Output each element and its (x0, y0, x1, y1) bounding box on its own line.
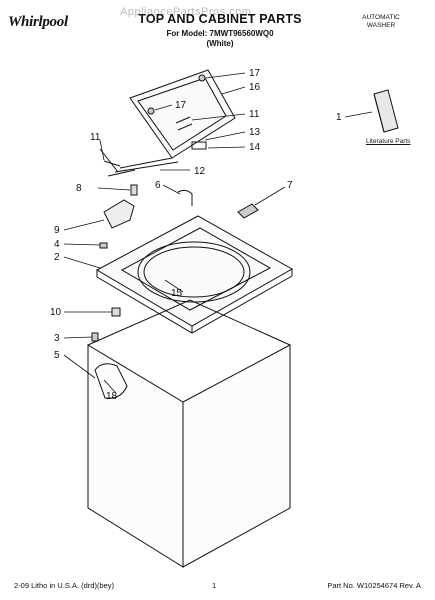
product-type: AUTOMATIC WASHER (341, 14, 421, 30)
callout-9: 9 (54, 225, 60, 236)
callout-18: 18 (106, 391, 118, 402)
clip-4 (99, 242, 108, 249)
callout-16: 16 (249, 82, 261, 93)
lid-hinge-bracket (191, 141, 207, 150)
callout-7: 7 (287, 180, 293, 191)
screw-8 (130, 184, 138, 196)
callout-11-right: 11 (249, 109, 260, 120)
model-line: For Model: 7MWT96560WQ0 (166, 29, 274, 38)
literature-parts-label: Literature Parts (366, 138, 411, 145)
callout-13: 13 (249, 127, 261, 138)
callout-14: 14 (249, 142, 261, 153)
callout-17-inner: 17 (175, 100, 187, 111)
footer-print-info: 2-09 Litho in U.S.A. (drd)(bey) (14, 581, 115, 590)
top-panel (95, 215, 294, 334)
callout-8: 8 (76, 183, 82, 194)
callout-12: 12 (194, 166, 206, 177)
watermark: AppliancePartsPros.com (120, 6, 252, 18)
footer-part-number: Part No. W10254674 Rev. A (327, 581, 421, 590)
hinge-clip-6 (177, 189, 193, 206)
lid-assembly (99, 69, 236, 177)
color-line: (White) (206, 39, 234, 48)
product-line-2: WASHER (366, 22, 396, 29)
callout-17-top: 17 (249, 68, 261, 79)
page-title: TOP AND CABINET PARTS (138, 12, 302, 26)
callout-10: 10 (50, 307, 62, 318)
lid-switch-7 (237, 203, 259, 219)
callout-1: 1 (336, 112, 342, 123)
leader-lines (63, 72, 373, 394)
callout-11-left: 11 (90, 132, 101, 143)
product-line-1: AUTOMATIC (362, 14, 400, 21)
footer-page-number: 1 (212, 581, 217, 590)
callout-2: 2 (54, 252, 60, 263)
screw-3 (91, 332, 99, 342)
brand-logo: Whirlpool (8, 14, 68, 30)
callout-5: 5 (54, 350, 60, 361)
hinge-bracket-9 (103, 199, 135, 229)
literature-book-icon (373, 89, 399, 133)
callout-4: 4 (54, 239, 60, 250)
panel-18 (94, 363, 128, 399)
bumper-10 (111, 307, 121, 317)
callout-3: 3 (54, 333, 60, 344)
callout-6: 6 (155, 180, 161, 191)
callout-15: 15 (171, 288, 183, 299)
cabinet (87, 299, 291, 568)
